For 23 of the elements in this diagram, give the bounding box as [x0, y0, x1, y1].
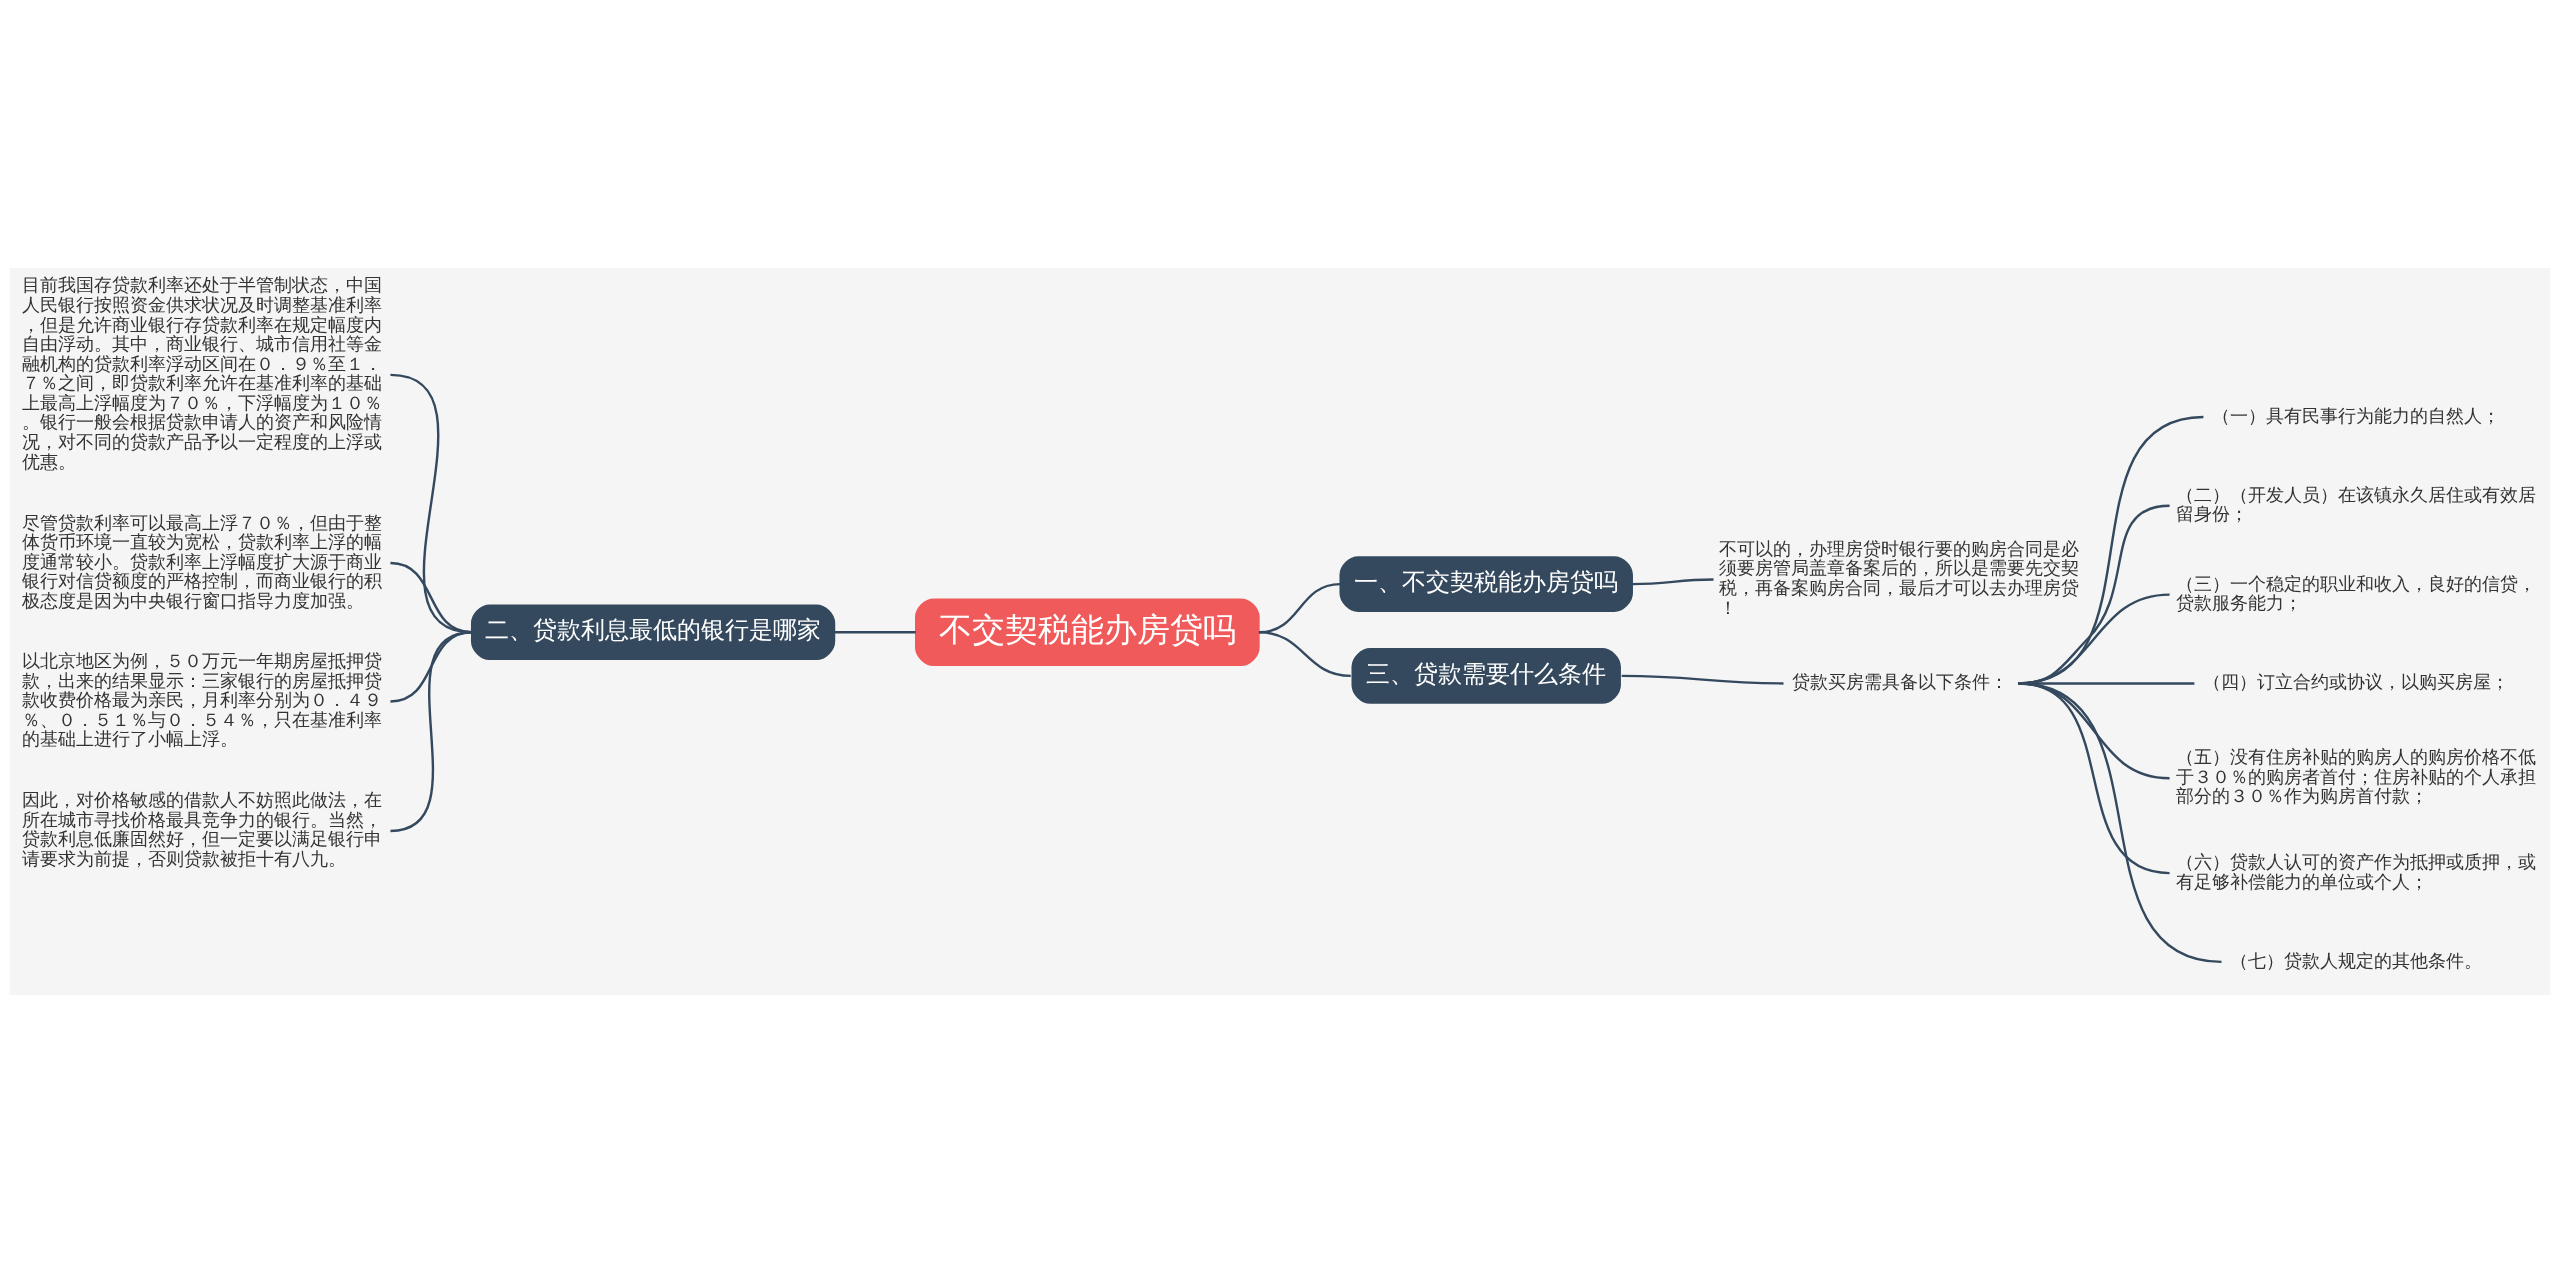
- node-text: 以北京地区为例，５０万元一年期房屋抵押贷款，出来的结果显示：三家银行的房屋抵押贷款收费价格最为亲民，月利率分别为０．４９％、０．５１％与０．５４％，只在基准利率的基础上进行了小幅上浮。: [21, 649, 382, 749]
- node-text: 因此，对价格敏感的借款人不妨照此做法，在所在城市寻找价格最具竞争力的银行。当然，贷款利息低廉固然好，但一定要以满足银行申请要求为前提，否则贷款被拒十有八九。: [21, 788, 382, 869]
- node-box: 二、贷款利息最低的银行是哪家: [470, 603, 836, 660]
- node-text: （二）（开发人员）在该镇永久居住或有效居留身份；: [2175, 483, 2536, 524]
- connector: [834, 630, 916, 633]
- node-box: 一、不交契税能办房贷吗: [1339, 555, 1633, 612]
- connector: [1632, 577, 1714, 585]
- node-text: 贷款买房需具备以下条件：: [1791, 670, 2008, 692]
- connector: [1621, 674, 1784, 685]
- node-text: 不可以的，办理房贷时银行要的购房合同是必须要房管局盖章备案后的，所以是需要先交契税，再备案购房合同，最后才可以去办理房贷！: [1719, 537, 2080, 618]
- node-text: 目前我国存贷款利率还处于半管制状态，中国人民银行按照资金供求状况及时调整基准利率，但是允许商业银行存贷款利率在规定幅度内自由浮动。其中，商业银行、城市信用社等金融机构的贷款利率浮动区间在０．９％至１．７％之间，即贷款利率允许在基准利率的基础上最高上浮幅度为７０％，下浮幅度为１０％。银行一般会根据贷款申请人的资产和风险情况，对不同的贷款产品予以一定程度的上浮或优惠。: [21, 273, 382, 472]
- node-text: （三）一个稳定的职业和收入，良好的信贷，贷款服务能力；: [2175, 572, 2536, 613]
- node-text: （七）贷款人规定的其他条件。: [2229, 949, 2482, 971]
- node-text: （六）贷款人认可的资产作为抵押或质押，或有足够补偿能力的单位或个人；: [2175, 850, 2536, 892]
- node-text: 尽管贷款利率可以最高上浮７０％，但由于整体货币环境一直较为宽松，贷款利率上浮的幅度通常较小。贷款利率上浮幅度扩大源于商业银行对信贷额度的严格控制，而商业银行的积极态度是因为中央银行窗口指导力度加强。: [21, 511, 382, 611]
- node-text: （五）没有住房补贴的购房人的购房价格不低于３０％的购房者首付；住房补贴的个人承担部分的３０％作为购房首付款；: [2175, 745, 2536, 806]
- node-text: （四）订立合约或协议，以购买房屋；: [2202, 670, 2509, 692]
- connector: [390, 630, 472, 832]
- node-box: 不交契税能办房贷吗: [915, 597, 1260, 666]
- node-text: （一）具有民事行为能力的自然人；: [2211, 404, 2500, 426]
- connector: [1258, 630, 1351, 677]
- connector: [2018, 681, 2222, 963]
- node-box: 三、贷款需要什么条件: [1351, 647, 1621, 704]
